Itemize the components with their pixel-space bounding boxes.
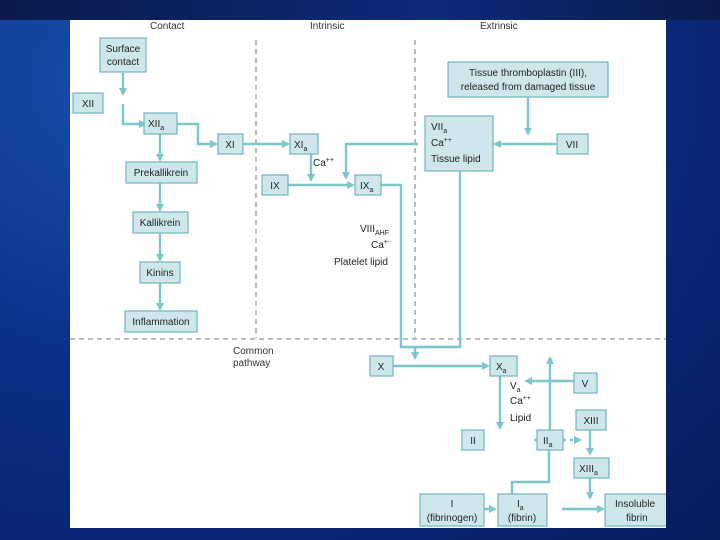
arrow-iia-to-fibrin (508, 450, 551, 502)
xii-label: XII (82, 99, 94, 110)
iia-label: IIa (543, 436, 553, 449)
node-fibrinogen: I (fibrinogen) (419, 493, 485, 527)
node-xii: XII (72, 92, 104, 114)
node-xia: XIa (289, 133, 319, 155)
ix-label: IX (270, 181, 280, 192)
node-xi: XI (217, 133, 244, 155)
node-v: V (573, 372, 598, 394)
tissue-thromboplastin-line1: Tissue thromboplastin (III), (469, 68, 587, 79)
header-contact: Contact (150, 21, 185, 32)
cofactor-viii-ca: Ca+- (371, 239, 391, 251)
arrow-viia-to-ixa (342, 142, 418, 180)
insoluble-fibrin-line1: Insoluble (615, 499, 655, 510)
fibrinogen-line1: I (451, 499, 454, 510)
node-x: X (369, 355, 394, 377)
cofactor-ca-ix: Ca++ (313, 157, 334, 169)
arrow-xiia-to-xi (177, 122, 218, 148)
node-viia: VIIa Ca++ Tissue lipid (424, 115, 494, 172)
node-ii: II (461, 429, 485, 451)
node-vii: VII (556, 133, 589, 155)
node-inflammation: Inflammation (124, 310, 198, 333)
fibrin-line2: (fibrin) (508, 513, 536, 524)
prekallikrein-label: Prekallikrein (134, 168, 188, 179)
kallikrein-label: Kallikrein (140, 218, 181, 229)
coagulation-cascade-diagram: Contact Intrinsic Extrinsic Common pathw… (70, 21, 666, 527)
xiiia-label: XIIIa (579, 464, 598, 477)
cofactor-va: Va (510, 381, 521, 394)
viia-tissue-lipid: Tissue lipid (431, 154, 481, 165)
cofactor-viii-ahf: VIIIAHF (360, 224, 389, 237)
insoluble-fibrin-line2: fibrin (626, 513, 648, 524)
node-xiiia: XIIIa (573, 457, 610, 479)
diagram-panel: Contact Intrinsic Extrinsic Common pathw… (70, 20, 666, 528)
xiii-label: XIII (583, 416, 598, 427)
xiia-label: XIIa (148, 119, 164, 132)
ii-label: II (470, 436, 476, 447)
xa-label: Xa (496, 362, 507, 375)
xia-label: XIa (294, 140, 307, 153)
v-label: V (582, 379, 589, 390)
arrow-ixa-to-x (381, 183, 419, 360)
cofactor-va-lipid: Lipid (510, 413, 531, 424)
vii-label: VII (566, 140, 578, 151)
surface-contact-line1: Surface (106, 44, 141, 55)
fibrinogen-line2: (fibrinogen) (427, 513, 478, 524)
header-common-line2: pathway (233, 358, 270, 369)
fibrin-line1: Ia (517, 499, 524, 512)
kinins-label: Kinins (146, 268, 173, 279)
header-common-line1: Common (233, 346, 274, 357)
node-surface-contact: Surface contact (99, 37, 147, 73)
node-ixa: IXa (354, 174, 382, 196)
header-intrinsic: Intrinsic (310, 21, 344, 32)
header-extrinsic: Extrinsic (480, 21, 518, 32)
x-label: X (378, 362, 385, 373)
slide-top-stripe (0, 0, 720, 20)
cofactor-va-ca: Ca++ (510, 395, 531, 407)
node-prekallikrein: Prekallikrein (125, 161, 198, 184)
node-xa: Xa (489, 355, 518, 377)
xi-label: XI (225, 140, 234, 151)
flow-lines (119, 73, 605, 513)
cofactor-platelet-lipid: Platelet lipid (334, 257, 388, 268)
node-ix: IX (261, 174, 289, 196)
viia-label: VIIa (431, 122, 447, 135)
ixa-label: IXa (360, 181, 373, 194)
arrow-viia-to-x (415, 171, 462, 349)
node-kallikrein: Kallikrein (132, 211, 189, 234)
inflammation-label: Inflammation (132, 317, 189, 328)
arrow-xii-to-xiia (121, 104, 147, 128)
surface-contact-line2: contact (107, 57, 139, 68)
node-xiii: XIII (575, 409, 607, 431)
tissue-thromboplastin-line2: released from damaged tissue (461, 82, 596, 93)
node-iia: IIa (536, 429, 564, 451)
node-insoluble-fibrin: Insoluble fibrin (604, 493, 666, 527)
node-tissue-thromboplastin: Tissue thromboplastin (III), released fr… (447, 61, 609, 98)
node-xiia: XIIa (143, 112, 178, 135)
node-fibrin: Ia (fibrin) (497, 493, 548, 527)
node-kinins: Kinins (139, 261, 181, 284)
viia-ca: Ca++ (431, 137, 452, 149)
